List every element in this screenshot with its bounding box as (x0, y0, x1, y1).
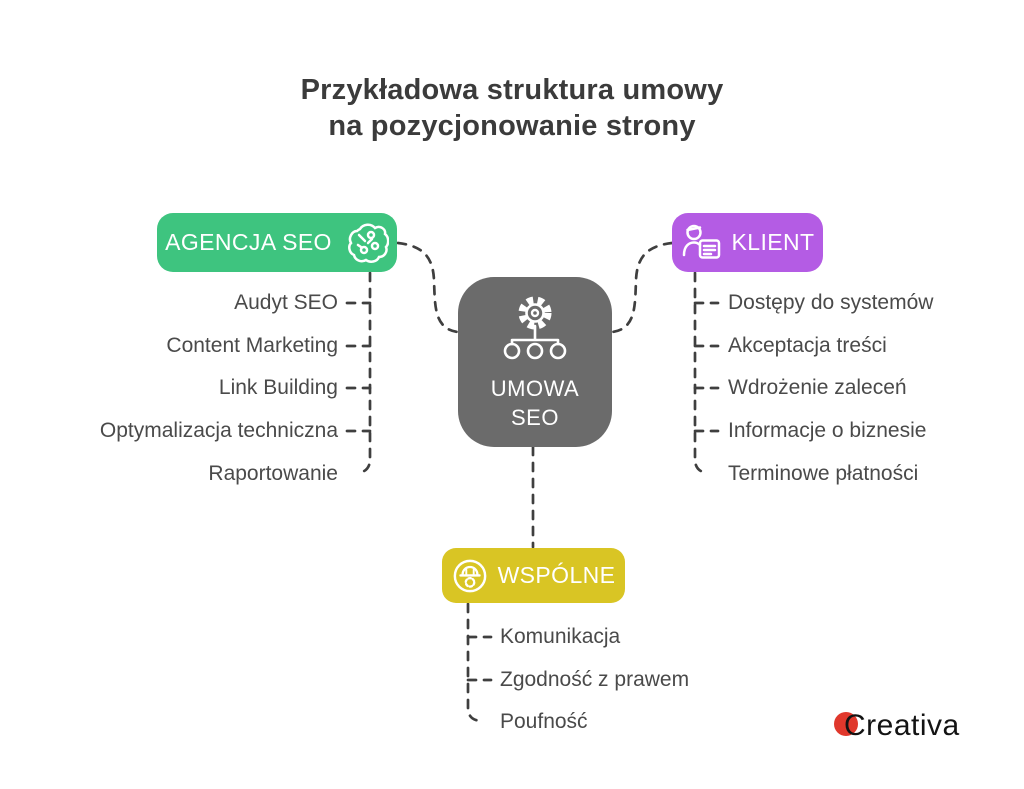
center-node-label: UMOWA SEO (491, 374, 579, 432)
page-title-line2: na pozycjonowanie strony (328, 110, 696, 142)
gear-hierarchy-icon (503, 296, 567, 360)
client-item: Informacje o biznesie (728, 419, 927, 442)
logo-text: Creativa (844, 709, 960, 742)
shared-item: Komunikacja (500, 625, 621, 648)
engineer-helmet-icon (453, 559, 486, 592)
creativa-logo: Creativa (833, 708, 993, 752)
client-connector (610, 241, 720, 475)
wspolne-pill: WSPÓLNE (442, 548, 625, 603)
center-label-line1: UMOWA (490, 376, 580, 401)
agency-pill-label: AGENCJA SEO (165, 229, 332, 255)
agency-item: Link Building (218, 376, 338, 399)
klient-pill-label: KLIENT (731, 229, 815, 255)
wspolne-pill-label: WSPÓLNE (497, 562, 616, 588)
shared-item: Poufność (500, 710, 588, 733)
center-node-umowa-seo: UMOWA SEO (458, 277, 612, 447)
agency-item: Audyt SEO (234, 291, 338, 314)
center-label-line2: SEO (511, 405, 559, 430)
agency-connector (345, 241, 460, 475)
brain-network-icon (347, 223, 389, 263)
agency-item: Optymalizacja techniczna (99, 419, 338, 442)
shared-item: Zgodność z prawem (500, 668, 690, 691)
page-title-line1: Przykładowa struktura umowy (300, 74, 724, 106)
klient-pill: KLIENT (672, 213, 823, 272)
agency-seo-pill: AGENCJA SEO (157, 213, 397, 272)
agency-item: Content Marketing (166, 334, 338, 357)
client-item: Akceptacja treści (728, 334, 887, 357)
page-title: Przykładowa struktura umowy na pozycjono… (0, 72, 1024, 144)
client-item: Dostępy do systemów (728, 291, 934, 314)
logo-red-dot (834, 712, 858, 736)
person-document-icon (682, 224, 720, 259)
agency-item: Raportowanie (208, 462, 338, 485)
client-item: Terminowe płatności (728, 462, 919, 485)
client-item: Wdrożenie zaleceń (728, 376, 907, 399)
